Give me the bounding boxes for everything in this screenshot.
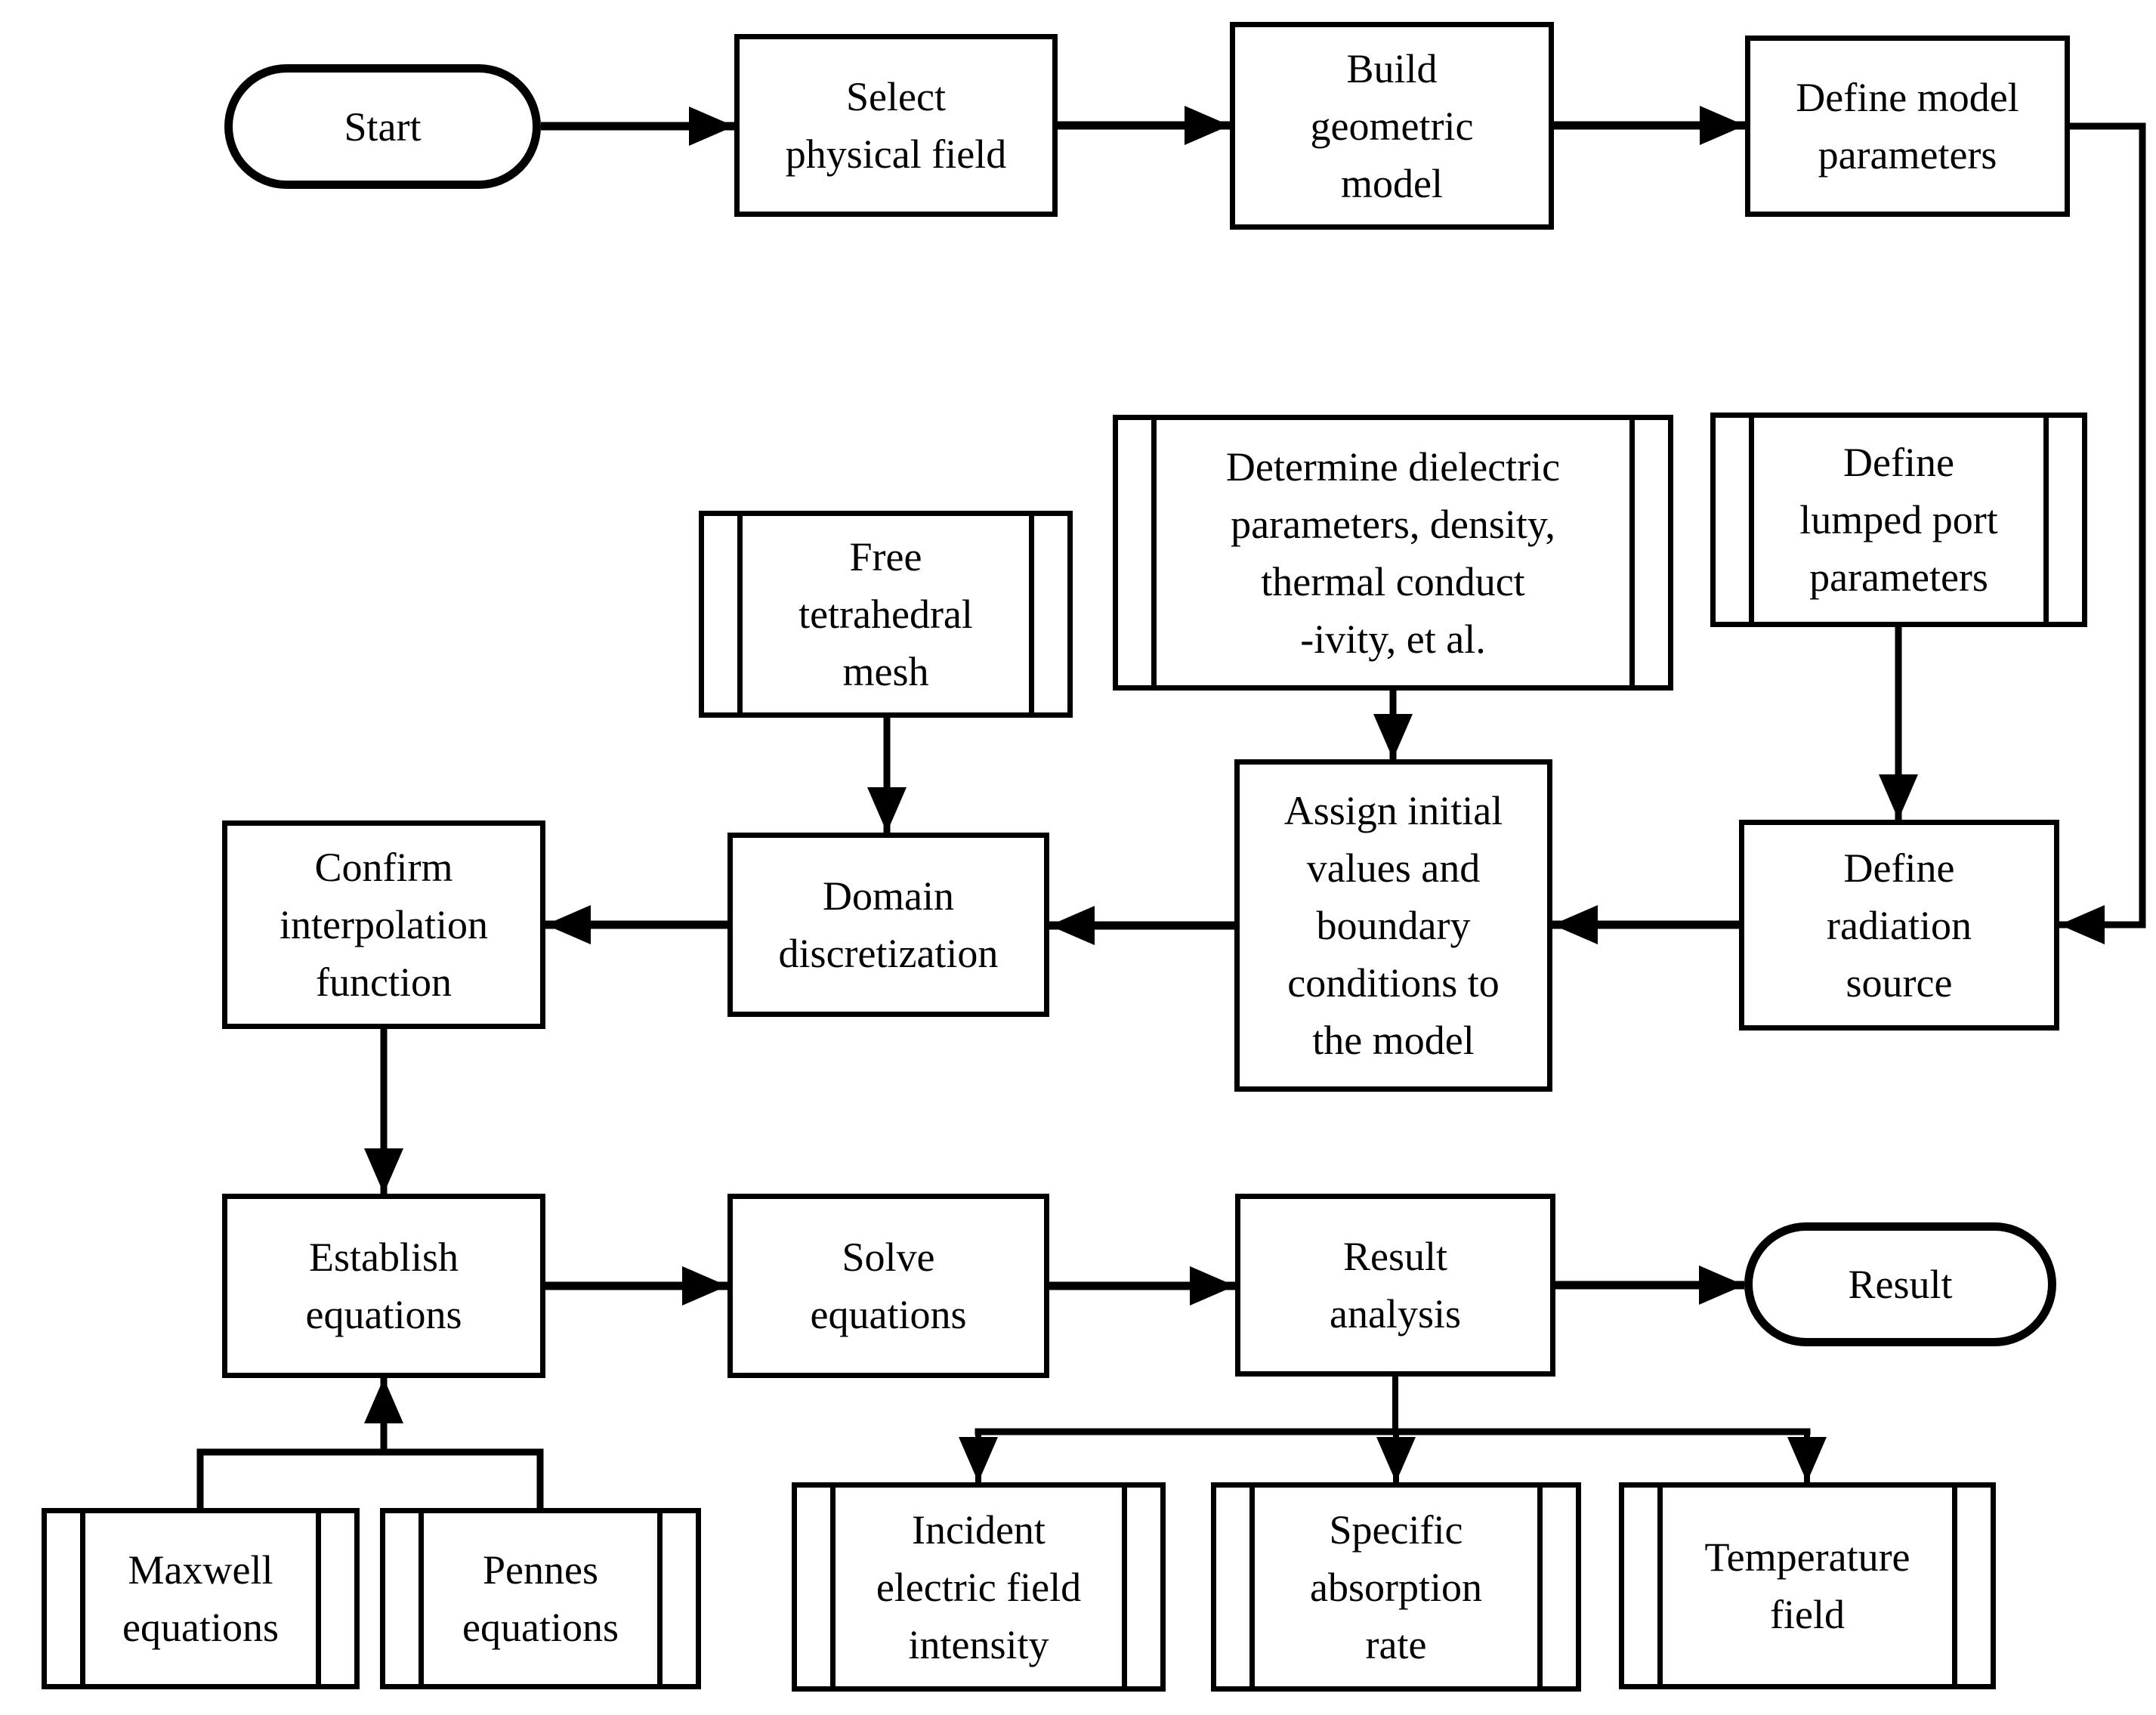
predefined-bar <box>316 1513 321 1684</box>
node-confirm-interpolation-function: Confirm interpolation function <box>222 820 545 1029</box>
node-label: Select physical field <box>785 74 1007 177</box>
predefined-bar <box>1029 516 1034 712</box>
node-result-analysis: Result analysis <box>1235 1194 1555 1377</box>
node-label: Specific absorption rate <box>1310 1506 1482 1667</box>
node-label: Pennes equations <box>462 1547 619 1650</box>
predefined-bar <box>1122 1488 1127 1686</box>
predefined-bar <box>1749 418 1754 622</box>
node-label: Assign initial values and boundary condi… <box>1283 788 1503 1063</box>
predefined-bar <box>1629 420 1635 685</box>
node-label: Result analysis <box>1330 1234 1461 1336</box>
node-result: Result <box>1744 1222 2056 1346</box>
node-domain-discretization: Domain discretization <box>727 833 1049 1017</box>
predefined-bar <box>737 516 743 712</box>
node-define-lumped-port-parameters: Define lumped port parameters <box>1710 413 2087 627</box>
node-label: Result <box>1848 1262 1953 1307</box>
node-label: Maxwell equations <box>122 1547 279 1650</box>
predefined-bar <box>1537 1488 1543 1686</box>
node-label: Define model parameters <box>1796 75 2019 178</box>
node-label: Confirm interpolation function <box>280 845 488 1005</box>
predefined-bar <box>830 1488 836 1686</box>
node-determine-dielectric-parameters: Determine dielectric parameters, density… <box>1113 415 1673 691</box>
node-start: Start <box>224 64 541 189</box>
node-label: Start <box>344 104 422 150</box>
node-label: Solve equations <box>810 1234 967 1337</box>
node-select-physical-field: Select physical field <box>734 34 1058 217</box>
node-temperature-field: Temperature field <box>1619 1482 1996 1689</box>
node-label: Domain discretization <box>778 873 999 976</box>
node-specific-absorption-rate: Specific absorption rate <box>1211 1482 1581 1692</box>
node-assign-initial-values: Assign initial values and boundary condi… <box>1234 759 1552 1092</box>
node-label: Build geometric model <box>1310 45 1474 206</box>
predefined-bar <box>657 1513 663 1684</box>
node-label: Define lumped port parameters <box>1799 440 1998 600</box>
node-label: Define radiation source <box>1827 845 1972 1006</box>
predefined-bar <box>419 1513 424 1684</box>
node-maxwell-equations: Maxwell equations <box>42 1508 360 1689</box>
node-solve-equations: Solve equations <box>727 1194 1049 1378</box>
predefined-bar <box>1249 1488 1255 1686</box>
node-label: Establish equations <box>305 1234 462 1337</box>
node-build-geometric-model: Build geometric model <box>1230 22 1554 230</box>
node-incident-electric-field-intensity: Incident electric field intensity <box>792 1482 1166 1692</box>
node-label: Temperature field <box>1704 1534 1910 1637</box>
node-pennes-equations: Pennes equations <box>380 1508 701 1689</box>
node-establish-equations: Establish equations <box>222 1194 545 1378</box>
predefined-bar <box>2043 418 2049 622</box>
predefined-bar <box>1952 1488 1957 1684</box>
edge-define-model-parameters-to-define-radiation-source <box>2059 122 2146 944</box>
predefined-bar <box>1657 1488 1663 1684</box>
node-label: Determine dielectric parameters, density… <box>1225 443 1561 662</box>
edge-bracket-maxwell-pennes <box>196 1448 544 1508</box>
predefined-bar <box>1151 420 1157 685</box>
node-label: Incident electric field intensity <box>876 1506 1082 1667</box>
node-label: Free tetrahedral mesh <box>798 534 973 694</box>
node-define-radiation-source: Define radiation source <box>1739 820 2059 1031</box>
predefined-bar <box>80 1513 85 1684</box>
node-define-model-parameters: Define model parameters <box>1745 36 2070 217</box>
node-free-tetrahedral-mesh: Free tetrahedral mesh <box>699 511 1073 718</box>
